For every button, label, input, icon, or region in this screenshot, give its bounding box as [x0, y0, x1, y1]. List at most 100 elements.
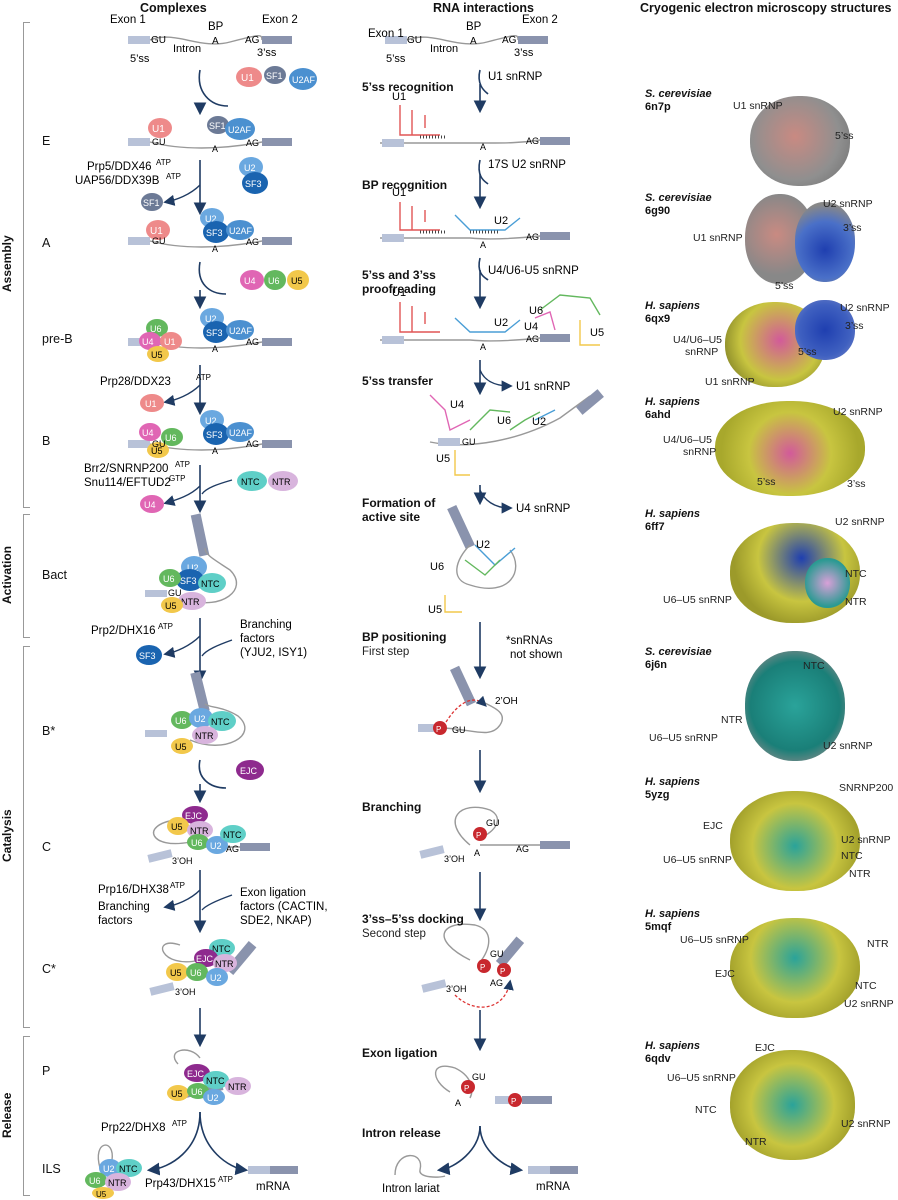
pdb-id: 6j6n	[645, 659, 668, 671]
incoming-tri-snrnp: U4 U6 U5	[240, 270, 309, 290]
structure-label: U4/U6–U5	[673, 334, 723, 346]
svg-text:U6: U6	[175, 716, 187, 726]
header-cryoem: Cryogenic electron microscopy structures	[640, 1, 892, 15]
u4-snrnp-out: U4 snRNP	[516, 503, 571, 515]
u1-snrnp-in: U1 snRNP	[488, 71, 543, 83]
structure-label: 5’ss	[835, 130, 854, 142]
svg-text:U1: U1	[392, 187, 406, 199]
uap56-label: UAP56/DDX39B	[75, 175, 160, 187]
svg-text:U2: U2	[205, 214, 217, 224]
svg-text:A: A	[212, 244, 218, 254]
svg-text:U5: U5	[165, 601, 177, 611]
svg-text:ATP: ATP	[166, 172, 181, 181]
pdb-id: 5mqf	[645, 921, 672, 933]
svg-text:NTC: NTC	[241, 477, 260, 487]
svg-text:U5: U5	[170, 968, 182, 978]
mrna-product-complexes: mRNA	[248, 1166, 298, 1193]
branching-factors-out-2: factors	[98, 915, 133, 927]
species-label: H. sapiens	[645, 1040, 701, 1052]
svg-text:GTP: GTP	[169, 474, 185, 483]
svg-text:U5: U5	[291, 276, 303, 286]
state-b-star: B*	[42, 724, 56, 738]
svg-text:AG: AG	[226, 844, 239, 854]
prp16-label: Prp16/DHX38	[98, 884, 169, 896]
svg-text:SF1: SF1	[143, 198, 160, 208]
svg-text:U5: U5	[151, 350, 163, 360]
state-c-star: C*	[42, 962, 56, 976]
svg-text:U2: U2	[532, 416, 546, 428]
svg-text:P: P	[511, 1097, 516, 1106]
svg-text:U2: U2	[244, 163, 256, 173]
svg-text:3’OH: 3’OH	[446, 984, 467, 994]
svg-text:U6: U6	[191, 838, 203, 848]
bp-label: BP	[208, 21, 224, 33]
svg-text:U2: U2	[476, 539, 490, 551]
incoming-ntc-ntr: NTC NTR	[237, 471, 298, 491]
svg-text:3’ss: 3’ss	[514, 47, 534, 59]
svg-text:GU: GU	[152, 236, 166, 246]
svg-text:U6: U6	[89, 1176, 101, 1186]
pdb-id: 6ahd	[645, 409, 671, 421]
svg-text:GU: GU	[490, 949, 504, 959]
step-5ss-recognition: 5’ss recognition	[362, 80, 454, 94]
species-label: S. cerevisiae	[645, 646, 712, 658]
svg-text:3’OH: 3’OH	[175, 987, 196, 997]
svg-text:SF1: SF1	[266, 71, 283, 81]
svg-text:U5: U5	[171, 1089, 183, 1099]
species-label: H. sapiens	[645, 508, 701, 520]
svg-text:U5: U5	[96, 1190, 107, 1199]
svg-text:GU: GU	[168, 588, 182, 598]
brr2-label: Brr2/SNRNP200	[84, 463, 168, 475]
svg-text:AG: AG	[516, 844, 529, 854]
structure-label: 3’ss	[845, 320, 864, 332]
structure-label: U6–U5 snRNP	[667, 1072, 736, 1084]
svg-text:U6: U6	[190, 968, 202, 978]
complex-p: EJC NTC NTR U5 U6 U2	[167, 1049, 251, 1105]
svg-text:GU: GU	[152, 439, 166, 449]
rna-proofreading: U1 U2 U6 U4 U5 A AG	[380, 287, 604, 352]
structure-label: U2 snRNP	[841, 834, 891, 846]
svg-text:BP: BP	[466, 21, 482, 33]
svg-text:P: P	[476, 831, 481, 840]
svg-text:A: A	[212, 344, 218, 354]
structure-label: U6–U5 snRNP	[680, 934, 749, 946]
state-e: E	[42, 134, 51, 148]
svg-text:mRNA: mRNA	[536, 1181, 570, 1193]
header-complexes: Complexes	[140, 1, 207, 15]
svg-text:Exon 2: Exon 2	[522, 14, 558, 26]
header-rna-interactions: RNA interactions	[433, 1, 534, 15]
svg-text:GU: GU	[452, 725, 466, 735]
svg-text:3’OH: 3’OH	[172, 856, 193, 866]
spliceosome-cycle-diagram: Exon 1 Exon 2 BP GU Intron A AG 5’ss 3’s…	[75, 14, 604, 1199]
step-active-site-1: Formation of	[362, 496, 436, 510]
structure-label: U2 snRNP	[841, 1118, 891, 1130]
svg-text:U2: U2	[205, 416, 217, 426]
svg-text:U2: U2	[207, 1093, 219, 1103]
svg-text:U1: U1	[392, 91, 406, 103]
svg-text:SF3: SF3	[206, 430, 223, 440]
svg-text:U2: U2	[194, 714, 206, 724]
svg-text:U6: U6	[191, 1087, 203, 1097]
rna-5ss-recognition: U1 A AG	[380, 91, 570, 152]
structure-label: EJC	[703, 820, 723, 832]
svg-text:NTC: NTC	[206, 1076, 225, 1086]
step-branching: Branching	[362, 800, 422, 814]
svg-text:SF1: SF1	[209, 121, 226, 131]
svg-text:NTR: NTR	[108, 1178, 127, 1188]
exon-ligation-factors-2: factors (CACTIN,	[240, 901, 328, 913]
structure-label: NTC	[841, 850, 863, 862]
svg-text:P: P	[436, 725, 441, 734]
structure-label: NTR	[867, 938, 889, 950]
snrna-note-1: *snRNAs	[506, 635, 553, 647]
structure-label: snRNP	[683, 446, 717, 458]
svg-text:U6: U6	[165, 433, 177, 443]
structure-label: NTR	[849, 868, 871, 880]
svg-text:mRNA: mRNA	[256, 1181, 290, 1193]
pdb-id: 5yzg	[645, 789, 670, 801]
svg-text:P: P	[500, 967, 505, 976]
svg-text:AG: AG	[526, 136, 539, 146]
svg-text:AG: AG	[246, 237, 259, 247]
